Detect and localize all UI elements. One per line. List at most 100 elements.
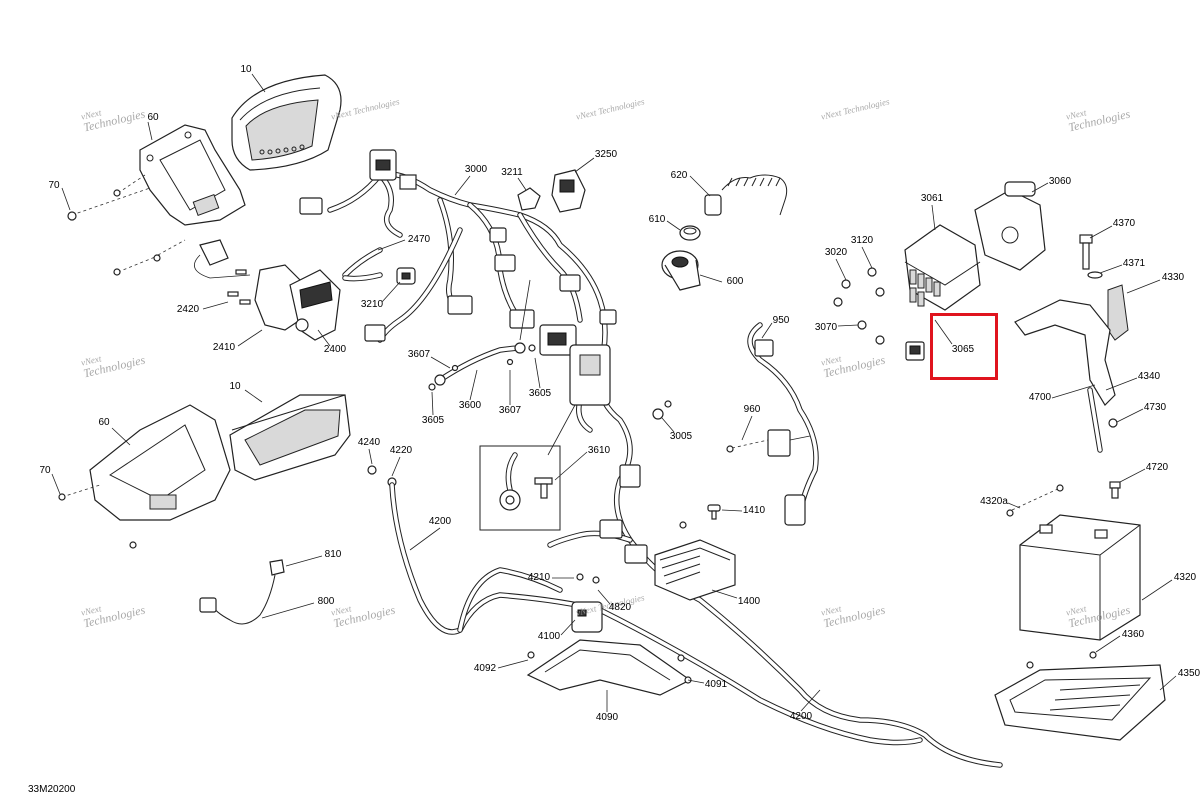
callout-950[interactable]: 950: [772, 315, 790, 326]
callout-70[interactable]: 70: [48, 180, 60, 191]
cable-3600[interactable]: [428, 342, 536, 391]
screws-70-top[interactable]: [67, 174, 186, 276]
callout-60-lower[interactable]: 60: [98, 417, 110, 428]
bracket-60-lower[interactable]: [89, 404, 231, 549]
callout-4350[interactable]: 4350: [1177, 668, 1200, 679]
callout-3211[interactable]: 3211: [501, 167, 523, 178]
callout-3120[interactable]: 3120: [850, 235, 874, 246]
main-harness-3000[interactable]: [299, 149, 1003, 768]
callout-3605-a[interactable]: 3605: [528, 388, 552, 399]
callout-4360[interactable]: 4360: [1121, 629, 1145, 640]
callout-4092[interactable]: 4092: [473, 663, 497, 674]
strap-4340[interactable]: [1087, 387, 1103, 453]
callout-4820[interactable]: 4820: [608, 602, 632, 613]
callout-4320a[interactable]: 4320a: [980, 496, 1008, 507]
callout-2470[interactable]: 2470: [407, 234, 431, 245]
washer-4371[interactable]: [1087, 271, 1103, 279]
callout-2400[interactable]: 2400: [323, 344, 347, 355]
callout-4371[interactable]: 4371: [1122, 258, 1146, 269]
actuator-3060[interactable]: [974, 181, 1046, 271]
callout-4091[interactable]: 4091: [704, 679, 728, 690]
callout-3607-a[interactable]: 3607: [407, 349, 431, 360]
bolt-4720[interactable]: [1109, 481, 1121, 499]
callout-4730[interactable]: 4730: [1143, 402, 1167, 413]
callout-3005[interactable]: 3005: [669, 431, 693, 442]
callout-3607-b[interactable]: 3607: [498, 405, 522, 416]
screw-1410[interactable]: [707, 504, 721, 520]
wire-2470[interactable]: [342, 247, 383, 282]
callout-4090[interactable]: 4090: [595, 712, 619, 723]
callout-4210[interactable]: 4210: [527, 572, 551, 583]
callout-4340[interactable]: 4340: [1137, 371, 1161, 382]
callout-4320[interactable]: 4320: [1173, 572, 1197, 583]
screws-70-lower[interactable]: [58, 484, 101, 501]
callout-610[interactable]: 610: [648, 214, 666, 225]
bracket-4090[interactable]: [526, 639, 692, 696]
callout-4200-b[interactable]: 4200: [789, 711, 813, 722]
solenoid-4100[interactable]: [571, 601, 603, 633]
callout-3610[interactable]: 3610: [587, 445, 611, 456]
callout-3065[interactable]: 3065: [951, 344, 975, 355]
callout-4100[interactable]: 4100: [537, 631, 561, 642]
cap-610[interactable]: [679, 225, 701, 241]
callout-4370[interactable]: 4370: [1112, 218, 1136, 229]
callout-3000[interactable]: 3000: [464, 164, 488, 175]
harness-950[interactable]: [747, 322, 819, 526]
bolt-4370[interactable]: [1079, 234, 1093, 270]
nut-4730[interactable]: [1108, 418, 1118, 428]
callout-60[interactable]: 60: [147, 112, 159, 123]
nut-4240[interactable]: [367, 465, 377, 475]
screw-4360[interactable]: [1089, 651, 1097, 659]
bracket-60-top[interactable]: [139, 124, 246, 226]
callout-620[interactable]: 620: [670, 170, 688, 181]
nuts-4210[interactable]: [576, 573, 600, 584]
callout-3600[interactable]: 3600: [458, 400, 482, 411]
socket-600[interactable]: [661, 250, 701, 291]
relay-3065[interactable]: [905, 341, 925, 361]
screw-4092[interactable]: [527, 651, 535, 659]
sensor-810[interactable]: [269, 559, 285, 576]
switch-assembly-2400[interactable]: [193, 239, 341, 341]
callout-4240[interactable]: 4240: [357, 437, 381, 448]
screws-4320a[interactable]: [1006, 484, 1064, 517]
detail-inset-3610[interactable]: [479, 404, 576, 531]
callout-800[interactable]: 800: [317, 596, 335, 607]
callout-4330[interactable]: 4330: [1161, 272, 1185, 283]
gauge-cluster-10-top[interactable]: [231, 74, 342, 171]
pins-2420[interactable]: [227, 269, 251, 305]
tray-4350[interactable]: [994, 661, 1166, 741]
callout-3605-b[interactable]: 3605: [421, 415, 445, 426]
callout-600[interactable]: 600: [726, 276, 744, 287]
bracket-4700[interactable]: [1014, 299, 1116, 406]
sensor-3210[interactable]: [396, 267, 416, 285]
callout-1400[interactable]: 1400: [737, 596, 761, 607]
callout-4220[interactable]: 4220: [389, 445, 413, 456]
fasteners-3020[interactable]: [833, 279, 851, 307]
harness-800[interactable]: [199, 574, 276, 625]
callout-4200-a[interactable]: 4200: [428, 516, 452, 527]
callout-1410[interactable]: 1410: [742, 505, 766, 516]
callout-70-lower[interactable]: 70: [39, 465, 51, 476]
fasteners-3070[interactable]: [857, 320, 885, 345]
callout-10-lower[interactable]: 10: [229, 381, 241, 392]
fasteners-3120[interactable]: [867, 267, 885, 297]
callout-2410[interactable]: 2410: [212, 342, 236, 353]
callout-4720[interactable]: 4720: [1145, 462, 1169, 473]
switch-3250[interactable]: [551, 169, 586, 213]
battery-4320[interactable]: [1019, 514, 1141, 641]
coiled-cord-620[interactable]: [704, 174, 788, 216]
gauge-cluster-10-lower[interactable]: [229, 394, 351, 481]
fuse-box-3061[interactable]: [904, 224, 981, 311]
callout-810[interactable]: 810: [324, 549, 342, 560]
callout-3210[interactable]: 3210: [360, 299, 384, 310]
callout-3020[interactable]: 3020: [824, 247, 848, 258]
callout-4700[interactable]: 4700: [1028, 392, 1052, 403]
sensor-3211[interactable]: [517, 187, 541, 211]
regulator-1400[interactable]: [654, 521, 736, 601]
callout-3061[interactable]: 3061: [920, 193, 944, 204]
relay-960[interactable]: [726, 429, 811, 457]
callout-3070[interactable]: 3070: [814, 322, 838, 333]
callout-3060[interactable]: 3060: [1048, 176, 1072, 187]
callout-2420[interactable]: 2420: [176, 304, 200, 315]
handle-4330[interactable]: [1107, 284, 1129, 341]
